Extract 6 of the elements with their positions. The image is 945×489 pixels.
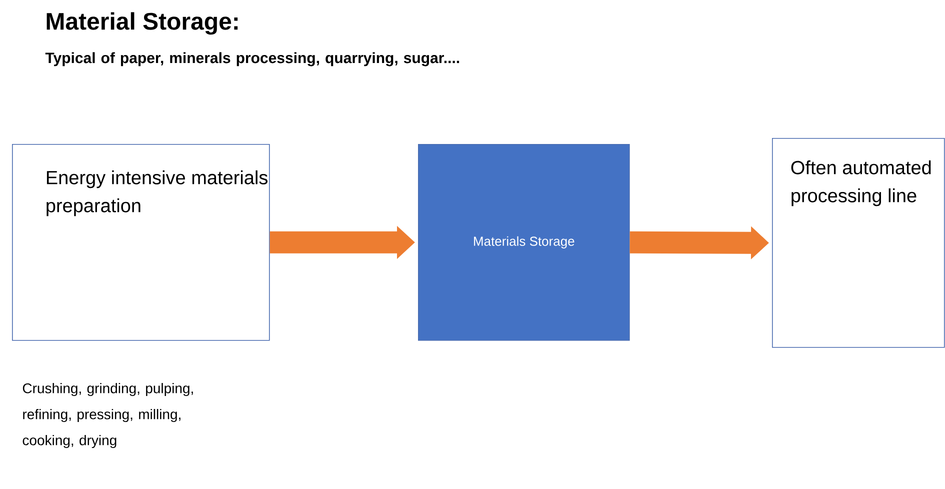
subtitle: Typical of paper, minerals processing, quarrying, sugar.... xyxy=(45,52,460,66)
process-box: Energy intensive materials preparation xyxy=(12,144,270,341)
process-box: Often automated processing line xyxy=(772,138,945,348)
storage-box: Materials Storage xyxy=(418,144,630,341)
title: Material Storage: xyxy=(46,12,238,35)
note-text: Crushing, grinding, pulping, refining, pressing, milling, cooking, drying xyxy=(22,382,193,448)
